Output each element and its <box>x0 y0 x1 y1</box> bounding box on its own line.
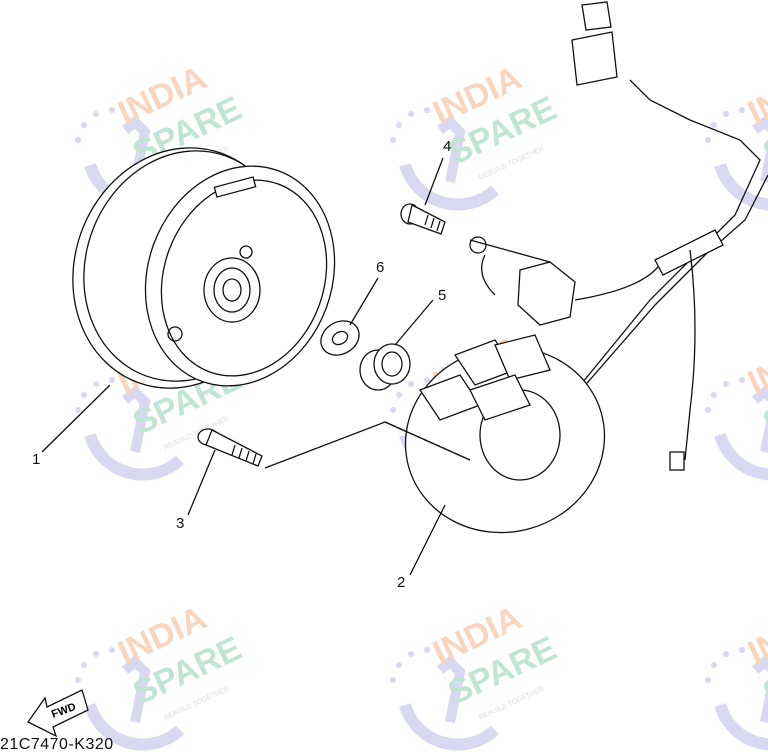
part-label-1: 1 <box>32 451 41 468</box>
stator <box>404 334 606 534</box>
drawing-code: 21C7470-K320 <box>0 736 114 753</box>
washer <box>320 320 360 356</box>
wiring-harness <box>469 1 768 471</box>
screw <box>400 203 446 235</box>
fwd-arrow-icon: FWD <box>27 689 89 738</box>
part-label-3: 3 <box>176 515 185 532</box>
part-label-5: 5 <box>438 287 447 304</box>
part-label-2: 2 <box>397 574 406 591</box>
flywheel-rotor <box>72 147 336 389</box>
leader-lines <box>41 157 471 576</box>
part-label-4: 4 <box>443 138 452 155</box>
bolt <box>197 428 263 467</box>
part-label-6: 6 <box>376 259 385 276</box>
collar <box>359 343 411 391</box>
